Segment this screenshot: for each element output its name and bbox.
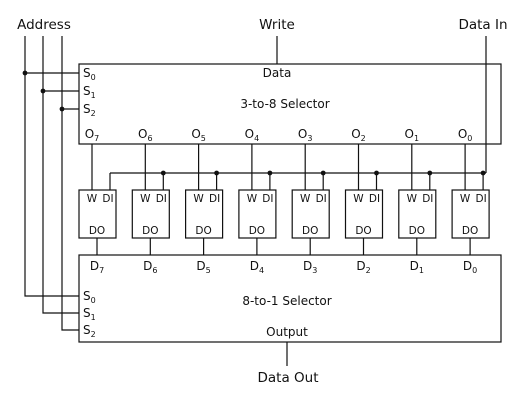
- top-selector-output-labels: O7 O6 O5 O4 O3 O2 O1 O0: [85, 127, 473, 143]
- top-output-label-o6: O6: [138, 127, 153, 143]
- junction-dot: [267, 170, 273, 176]
- address-junctions: [22, 70, 65, 112]
- address-line-s1: [42, 36, 79, 314]
- top-output-label-o7: O7: [85, 127, 100, 143]
- cell-output-wires: [96, 238, 471, 255]
- data-in-junctions: [160, 170, 486, 176]
- cell-data-in-label: DI: [422, 193, 433, 205]
- top-select-label-s0: S0: [83, 66, 96, 82]
- junction-dot: [480, 170, 486, 176]
- memory-cell: W DI DO: [131, 189, 170, 239]
- junction-dot: [374, 170, 379, 176]
- memory-cell: W DI DO: [238, 189, 277, 239]
- top-output-label-o1: O1: [405, 127, 420, 143]
- junction-dot: [22, 70, 28, 76]
- top-selector-title: 3-to-8 Selector: [240, 97, 329, 111]
- cell-data-in-label: DI: [316, 193, 327, 205]
- bottom-input-label-d4: D4: [250, 259, 264, 275]
- bottom-input-label-d0: D0: [463, 259, 477, 275]
- cell-data-in-label: DI: [262, 193, 273, 205]
- memory-cell: W DI DO: [185, 189, 224, 239]
- top-output-label-o2: O2: [351, 127, 366, 143]
- bottom-select-label-s2: S2: [83, 323, 96, 339]
- bottom-selector-box: [78, 254, 502, 343]
- address-wires: [24, 36, 79, 331]
- cell-data-out-label: DO: [462, 225, 478, 237]
- cell-write-label: W: [140, 193, 151, 205]
- memory-cell: W DI DO: [398, 189, 437, 239]
- cell-write-label: W: [407, 193, 418, 205]
- memory-cell: W DI DO: [451, 189, 490, 239]
- bottom-input-label-d5: D5: [196, 259, 210, 275]
- cell-write-label: W: [460, 193, 471, 205]
- memory-cell: W DI DO: [78, 189, 117, 239]
- address-label: Address: [17, 17, 71, 33]
- cell-data-in-label: DI: [476, 193, 487, 205]
- top-select-label-s2: S2: [83, 102, 96, 118]
- bottom-input-label-d2: D2: [356, 259, 370, 275]
- address-line-s0: [24, 36, 79, 297]
- cell-data-in-label: DI: [156, 193, 167, 205]
- cell-data-out-label: DO: [195, 225, 211, 237]
- junction-dot: [214, 170, 220, 176]
- cell-write-label: W: [300, 193, 311, 205]
- data-out-label: Data Out: [257, 370, 318, 386]
- cell-data-out-label: DO: [249, 225, 265, 237]
- cell-write-label: W: [193, 193, 204, 205]
- junction-dot: [40, 88, 46, 94]
- top-selector-data-label: Data: [263, 66, 292, 80]
- top-output-label-o3: O3: [298, 127, 313, 143]
- data-in-label: Data In: [458, 17, 507, 33]
- junction-dot: [59, 106, 65, 112]
- address-line-s2: [61, 36, 79, 331]
- memory-cell: W DI DO: [344, 189, 384, 239]
- cell-write-label: W: [247, 193, 258, 205]
- cell-write-label: W: [353, 193, 364, 205]
- cell-data-in-label: DI: [102, 193, 113, 205]
- cell-data-out-label: DO: [302, 225, 318, 237]
- top-output-label-o4: O4: [245, 127, 260, 143]
- cell-data-out-label: DO: [409, 225, 425, 237]
- data-in-drops: [109, 173, 484, 190]
- cell-data-in-label: DI: [209, 193, 220, 205]
- top-selector-box: [78, 63, 502, 145]
- bottom-selector-output-label: Output: [266, 325, 308, 339]
- bottom-selector-title: 8-to-1 Selector: [242, 294, 331, 308]
- bottom-input-label-d7: D7: [90, 259, 104, 275]
- bottom-input-label-d3: D3: [303, 259, 317, 275]
- bottom-select-label-s1: S1: [83, 306, 96, 322]
- top-select-label-s1: S1: [83, 84, 96, 100]
- junction-dot: [160, 170, 166, 176]
- write-label: Write: [259, 17, 295, 33]
- bottom-input-label-d6: D6: [143, 259, 157, 275]
- junction-dot: [320, 170, 326, 176]
- junction-dot: [427, 170, 433, 176]
- memory-cell: W DI DO: [291, 189, 330, 239]
- cell-data-in-label: DI: [369, 193, 380, 205]
- cell-data-out-label: DO: [142, 225, 158, 237]
- bottom-selector-input-labels: D7 D6 D5 D4 D3 D2 D1 D0: [90, 259, 477, 275]
- decoder-output-wires: [91, 144, 466, 190]
- cell-data-out-label: DO: [355, 225, 371, 237]
- cell-data-out-label: DO: [89, 225, 105, 237]
- memory-cells: W DI DO W DI DO W DI DO W DI DO W DI DO W DI DO W DI DO W DI DO: [78, 189, 490, 239]
- cell-write-label: W: [87, 193, 98, 205]
- top-output-label-o5: O5: [191, 127, 206, 143]
- bottom-select-label-s0: S0: [83, 289, 96, 305]
- bottom-input-label-d1: D1: [410, 259, 424, 275]
- data-in-bus: [110, 36, 487, 174]
- top-output-label-o0: O0: [458, 127, 473, 143]
